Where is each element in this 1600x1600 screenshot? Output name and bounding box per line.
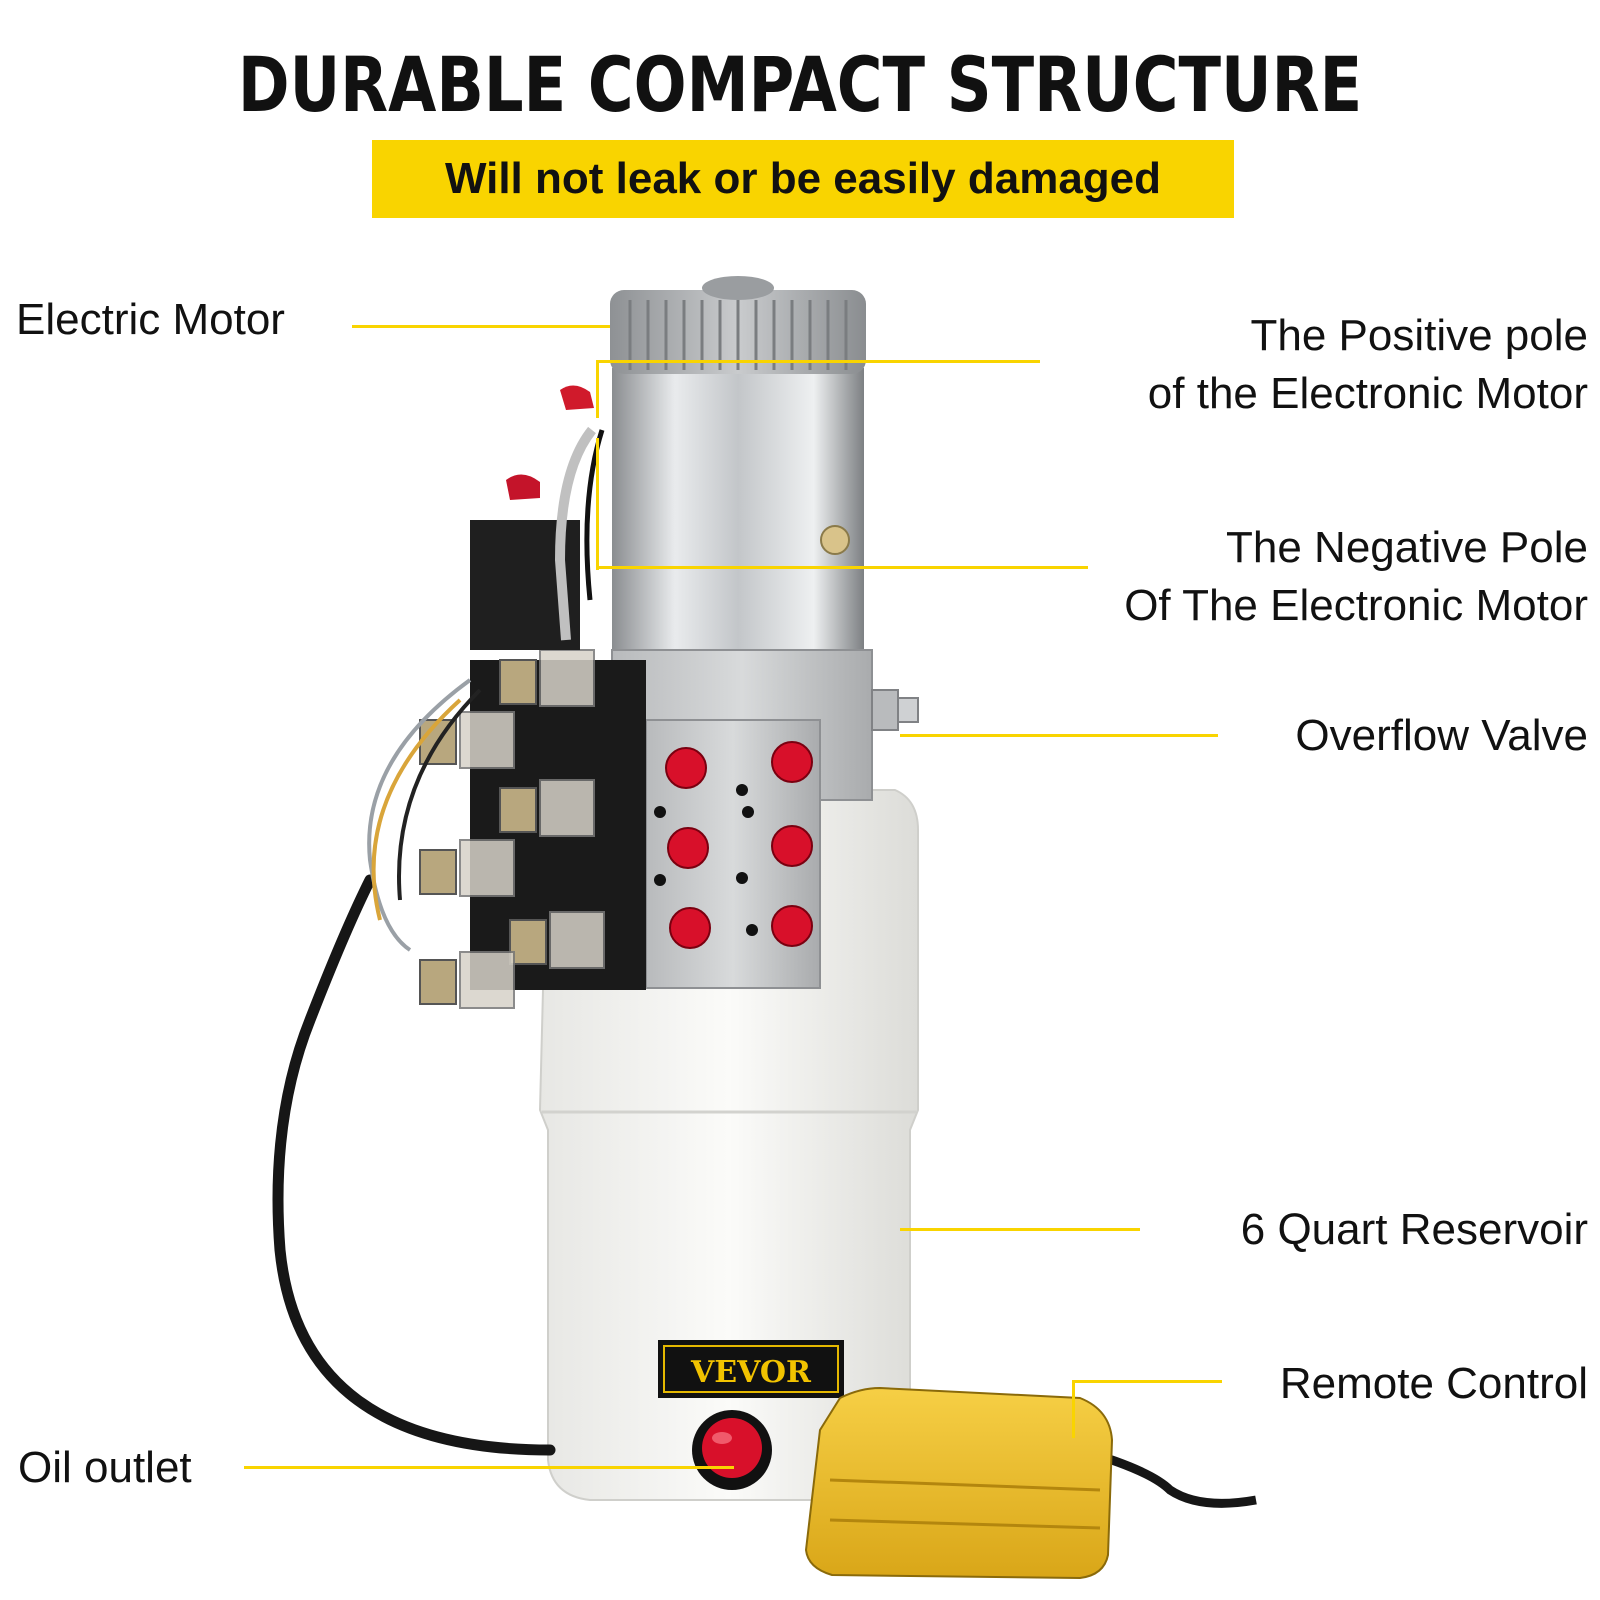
leader-positive-pole xyxy=(596,360,1040,363)
page-title: DURABLE COMPACT STRUCTURE xyxy=(237,40,1363,129)
leader-remote-control-drop xyxy=(1072,1380,1075,1438)
motor-terminals xyxy=(506,385,605,641)
label-negative-pole-line2: Of The Electronic Motor xyxy=(1124,581,1588,630)
wiring xyxy=(367,678,482,952)
leader-remote-control xyxy=(1072,1380,1222,1383)
label-positive-pole-line2: of the Electronic Motor xyxy=(1147,369,1588,418)
leader-oil-outlet xyxy=(244,1466,734,1469)
label-overflow-valve: Overflow Valve xyxy=(1295,711,1588,760)
label-reservoir: 6 Quart Reservoir xyxy=(1240,1205,1588,1254)
vevor-logo: VEVOR xyxy=(658,1340,844,1398)
label-negative-pole-line1: The Negative Pole xyxy=(1226,523,1588,572)
label-positive-pole-line1: The Positive pole xyxy=(1250,311,1588,360)
leader-electric-motor xyxy=(352,325,610,328)
leader-positive-pole-drop xyxy=(596,360,599,418)
oil-outlet-cap xyxy=(692,1410,772,1490)
leader-negative-pole-drop xyxy=(596,438,599,570)
hose xyxy=(272,874,556,1456)
leader-overflow-valve xyxy=(900,734,1218,737)
svg-text:VEVOR: VEVOR xyxy=(690,1355,812,1390)
subtitle-text: Will not leak or be easily damaged xyxy=(444,154,1162,203)
leader-reservoir xyxy=(900,1228,1140,1231)
leader-negative-pole xyxy=(596,566,1088,569)
subtitle-banner: Will not leak or be easily damaged xyxy=(372,140,1234,218)
label-remote-control: Remote Control xyxy=(1279,1359,1588,1408)
solenoid-valves xyxy=(419,520,646,1009)
label-electric-motor: Electric Motor xyxy=(16,295,285,344)
valve-manifold xyxy=(645,719,821,989)
label-oil-outlet: Oil outlet xyxy=(18,1443,192,1492)
remote-control xyxy=(804,1386,1257,1580)
electric-motor xyxy=(610,276,866,658)
